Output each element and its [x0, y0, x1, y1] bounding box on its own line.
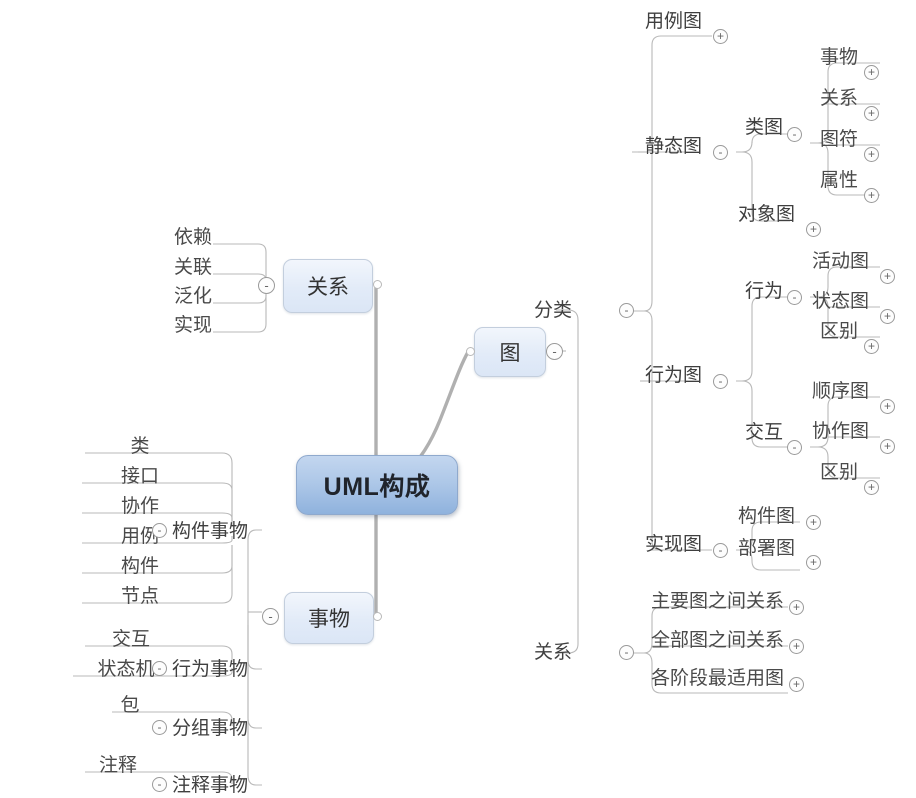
toggle-tufu[interactable]: + — [864, 147, 879, 162]
toggle-goujian-shiwu[interactable]: - — [152, 523, 167, 538]
leaf-shiwu-right[interactable]: 事物 — [820, 47, 859, 68]
leaf-guanlian[interactable]: 关联 — [173, 257, 212, 278]
leaf-tufu[interactable]: 图符 — [820, 129, 859, 150]
leaf-gejieduan[interactable]: 各阶段最适用图 — [651, 668, 785, 689]
connector-dot-shiwu — [373, 612, 382, 621]
toggle-guanxi[interactable]: - — [258, 277, 275, 294]
node-yongli-tu[interactable]: 用例图 — [645, 11, 703, 32]
branch-node-tu[interactable]: 图 — [474, 327, 546, 377]
leaf-shunxu-tu[interactable]: 顺序图 — [812, 381, 870, 402]
toggle-shixian-tu[interactable]: - — [713, 543, 728, 558]
toggle-xingwei[interactable]: - — [787, 290, 802, 305]
toggle-bushu-tu[interactable]: + — [806, 555, 821, 570]
leaf-goujian[interactable]: 构件 — [120, 556, 160, 577]
leaf-shuxing[interactable]: 属性 — [820, 170, 859, 191]
branch-guanxi-bottom[interactable]: 关系 — [533, 642, 572, 663]
toggle-qubie-2[interactable]: + — [864, 480, 879, 495]
toggle-yongli-tu[interactable]: + — [713, 29, 728, 44]
toggle-qubie-1[interactable]: + — [864, 339, 879, 354]
leaf-jiedian[interactable]: 节点 — [120, 586, 160, 607]
toggle-shuxing[interactable]: + — [864, 188, 879, 203]
leaf-jiaohu-left[interactable]: 交互 — [111, 629, 151, 650]
toggle-goujian-tu[interactable]: + — [806, 515, 821, 530]
branch-label-shiwu: 事物 — [308, 607, 350, 631]
toggle-fenlei[interactable]: - — [619, 303, 634, 318]
connector-dot-guanxi — [373, 280, 382, 289]
node-duixiang-tu[interactable]: 对象图 — [738, 204, 796, 225]
branch-goujian-shiwu[interactable]: 构件事物 — [172, 521, 249, 542]
leaf-fanhua[interactable]: 泛化 — [173, 286, 212, 307]
leaf-bao[interactable]: 包 — [120, 695, 140, 716]
toggle-lei-tu[interactable]: - — [787, 127, 802, 142]
toggle-xingwei-shiwu[interactable]: - — [152, 661, 167, 676]
leaf-lei[interactable]: 类 — [130, 436, 150, 457]
toggle-huodong-tu[interactable]: + — [880, 269, 895, 284]
leaf-yilai[interactable]: 依赖 — [173, 227, 212, 248]
root-node[interactable]: UML构成 — [296, 455, 458, 515]
toggle-tu[interactable]: - — [546, 343, 563, 360]
leaf-zhuangtai-tu[interactable]: 状态图 — [812, 291, 870, 312]
leaf-quanbu[interactable]: 全部图之间关系 — [651, 630, 785, 651]
toggle-xiezuo-tu[interactable]: + — [880, 439, 895, 454]
toggle-xingwei-tu[interactable]: - — [713, 374, 728, 389]
toggle-quanbu[interactable]: + — [789, 639, 804, 654]
branch-zhushi-shiwu[interactable]: 注释事物 — [172, 775, 249, 796]
toggle-fenzu-shiwu[interactable]: - — [152, 720, 167, 735]
toggle-jingtai-tu[interactable]: - — [713, 145, 728, 160]
branch-label-tu: 图 — [499, 341, 521, 365]
leaf-goujian-tu[interactable]: 构件图 — [738, 506, 796, 527]
leaf-jiekou[interactable]: 接口 — [120, 466, 160, 487]
branch-node-guanxi[interactable]: 关系 — [283, 259, 373, 313]
leaf-guanxi-right[interactable]: 关系 — [820, 88, 859, 109]
connector-dot-tu — [466, 347, 475, 356]
leaf-qubie-1[interactable]: 区别 — [820, 321, 859, 342]
toggle-guanxi-bottom[interactable]: - — [619, 645, 634, 660]
branch-fenzu-shiwu[interactable]: 分组事物 — [172, 718, 249, 739]
node-jiaohu[interactable]: 交互 — [745, 422, 784, 443]
branch-node-shiwu[interactable]: 事物 — [284, 592, 374, 644]
toggle-duixiang-tu[interactable]: + — [806, 222, 821, 237]
node-jingtai-tu[interactable]: 静态图 — [645, 136, 703, 157]
node-shixian-tu[interactable]: 实现图 — [645, 534, 703, 555]
toggle-shiwu-right[interactable]: + — [864, 65, 879, 80]
toggle-shiwu[interactable]: - — [262, 608, 279, 625]
branch-xingwei-shiwu[interactable]: 行为事物 — [172, 659, 249, 680]
leaf-qubie-2[interactable]: 区别 — [820, 462, 859, 483]
toggle-zhushi-shiwu[interactable]: - — [152, 777, 167, 792]
leaf-yongli[interactable]: 用例 — [120, 526, 160, 547]
branch-fenlei[interactable]: 分类 — [533, 300, 572, 321]
node-lei-tu[interactable]: 类图 — [745, 117, 784, 138]
node-xingwei-tu[interactable]: 行为图 — [645, 365, 703, 386]
node-xingwei[interactable]: 行为 — [745, 281, 784, 302]
toggle-zhuangtai-tu[interactable]: + — [880, 309, 895, 324]
toggle-gejieduan[interactable]: + — [789, 677, 804, 692]
root-label: UML构成 — [323, 473, 431, 501]
leaf-shixian[interactable]: 实现 — [173, 315, 212, 336]
toggle-jiaohu[interactable]: - — [787, 440, 802, 455]
leaf-zhuangtaiji[interactable]: 状态机 — [97, 659, 155, 680]
toggle-zhuyao[interactable]: + — [789, 600, 804, 615]
leaf-zhuyao[interactable]: 主要图之间关系 — [651, 591, 785, 612]
branch-label-guanxi: 关系 — [307, 275, 349, 299]
leaf-xiezuo-tu[interactable]: 协作图 — [812, 421, 870, 442]
leaf-bushu-tu[interactable]: 部署图 — [738, 538, 796, 559]
leaf-zhushi[interactable]: 注释 — [98, 755, 138, 776]
toggle-guanxi-right[interactable]: + — [864, 106, 879, 121]
leaf-huodong-tu[interactable]: 活动图 — [812, 251, 870, 272]
leaf-xiezuo[interactable]: 协作 — [120, 496, 160, 517]
toggle-shunxu-tu[interactable]: + — [880, 399, 895, 414]
